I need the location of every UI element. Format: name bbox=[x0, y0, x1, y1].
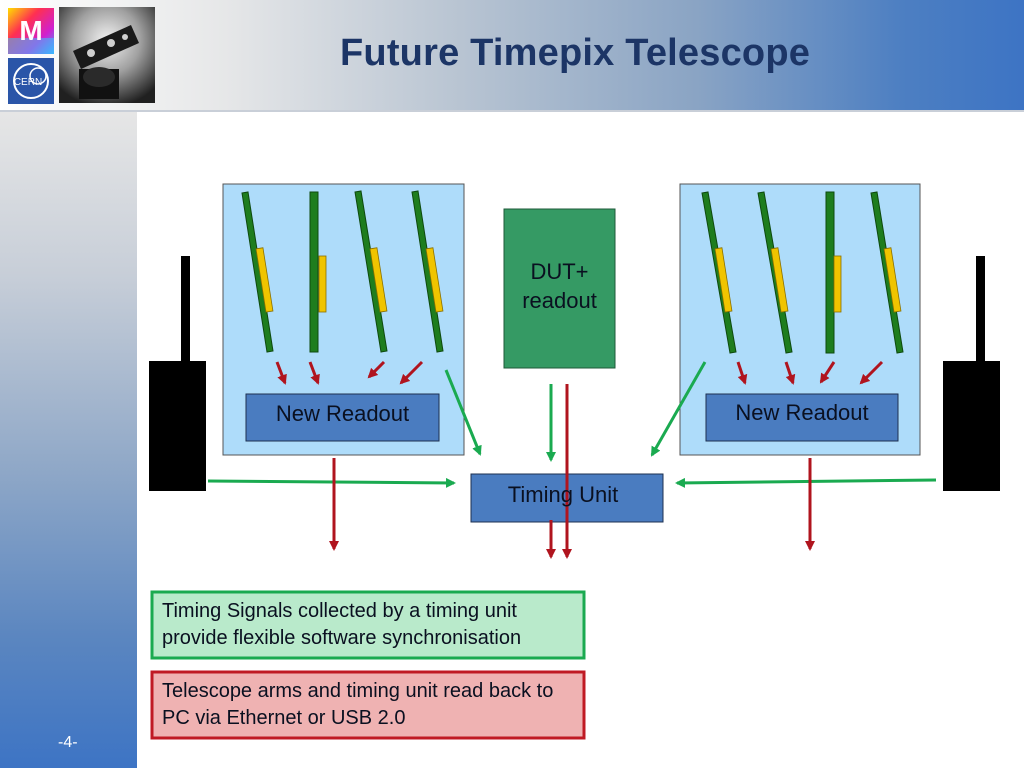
page-number: -4- bbox=[58, 734, 78, 751]
readout-note-box bbox=[150, 670, 586, 740]
right-sensor-chip-3 bbox=[833, 255, 842, 313]
left-readout-box bbox=[245, 393, 440, 442]
left-arm-timing-arrow bbox=[444, 369, 482, 456]
right-sensor-plane-4 bbox=[870, 191, 904, 354]
right-data-arrow-2 bbox=[784, 361, 796, 385]
left-scintillator-timing-arrow bbox=[207, 477, 456, 488]
right-sensor-chip-4 bbox=[883, 247, 902, 313]
left-data-arrow-3 bbox=[367, 360, 386, 379]
left-sensor-plane-1 bbox=[241, 191, 274, 353]
header-band bbox=[0, 0, 1024, 110]
left-sensor-plane-2 bbox=[309, 191, 319, 353]
right-scintillator-rod bbox=[976, 256, 985, 362]
slide-title: Future Timepix Telescope bbox=[340, 32, 811, 74]
left-sensor-chip-1 bbox=[255, 247, 274, 313]
right-sensor-chip-1 bbox=[714, 247, 733, 313]
left-scintillator-rod bbox=[181, 256, 190, 362]
left-data-arrow-1 bbox=[275, 361, 287, 385]
left-sensor-plane-3 bbox=[354, 190, 388, 353]
right-data-arrow-3 bbox=[819, 361, 836, 384]
right-sensor-plane-3 bbox=[825, 191, 835, 354]
left-sensor-chip-2 bbox=[318, 255, 327, 313]
svg-text:M: M bbox=[19, 15, 42, 46]
left-sensor-plane-4 bbox=[411, 190, 444, 353]
dut-box bbox=[503, 208, 616, 369]
telescope-photo bbox=[59, 7, 155, 103]
left-data-arrow-2 bbox=[308, 361, 320, 385]
timing-unit-label: Timing Unit bbox=[507, 482, 619, 507]
right-sensor-chip-2 bbox=[770, 247, 789, 313]
right-scintillator-timing-arrow bbox=[675, 477, 937, 488]
left-sensor-chip-3 bbox=[369, 247, 388, 313]
medipix-logo: M bbox=[8, 8, 54, 54]
left-data-arrow-4 bbox=[399, 360, 424, 385]
sidebar-band bbox=[0, 112, 137, 768]
right-data-arrow-4 bbox=[859, 360, 884, 385]
left-scintillator-block bbox=[149, 361, 206, 491]
svg-text:CERN: CERN bbox=[14, 77, 42, 88]
left-readout-label: New Readout bbox=[275, 401, 410, 426]
timing-note-box bbox=[150, 590, 586, 660]
right-readout-label: New Readout bbox=[735, 400, 869, 425]
left-sensor-chip-4 bbox=[425, 247, 444, 313]
timing-note-text: Timing Signals collected by a timing uni… bbox=[162, 600, 522, 649]
header-divider bbox=[0, 110, 1024, 112]
right-arm-timing-arrow bbox=[650, 361, 707, 457]
readout-note-text: Telescope arms and timing unit read back… bbox=[162, 680, 554, 729]
right-readout-box bbox=[705, 393, 899, 442]
right-data-arrow-1 bbox=[736, 361, 748, 385]
dut-label: DUT+ readout bbox=[522, 259, 597, 313]
cern-logo: CERN bbox=[8, 58, 54, 104]
right-scintillator-block bbox=[943, 361, 1000, 491]
